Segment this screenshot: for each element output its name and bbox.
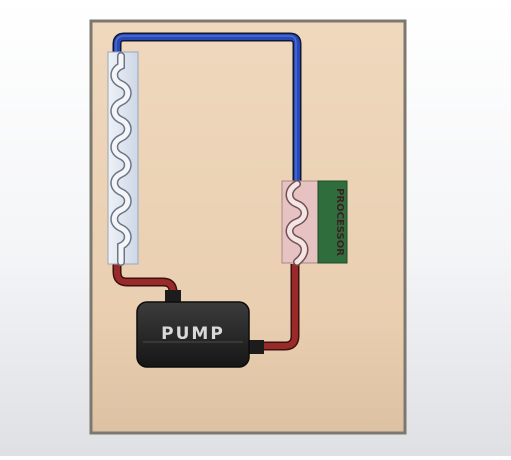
pump-label: PUMP: [161, 324, 225, 344]
radiator: [107, 51, 139, 266]
pump: PUMP: [136, 290, 264, 368]
hot-coolant-line: [112, 262, 300, 351]
cold-coolant-line: [112, 32, 302, 185]
processor-cold-plate: [281, 180, 319, 266]
processor-label: PROCESSOR: [334, 188, 345, 256]
processor-chip: PROCESSOR: [317, 180, 348, 264]
